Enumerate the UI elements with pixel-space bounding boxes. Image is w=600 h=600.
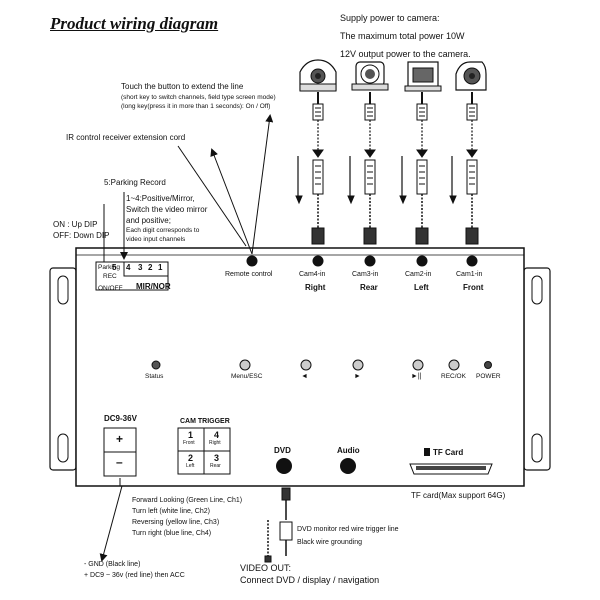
mounting-ear-right	[523, 267, 551, 471]
trigger-cell-1-name: Front	[183, 440, 195, 446]
dip-label-rec: REC	[103, 273, 117, 280]
remote-control-socket	[246, 255, 258, 267]
video-out-description: Connect DVD / display / navigation	[240, 575, 380, 585]
parking-note: 5:Parking Record	[104, 178, 166, 187]
video-out-cable	[264, 487, 293, 563]
dip-digit-1[interactable]: 1	[158, 263, 163, 272]
dvd-label: DVD	[274, 446, 291, 455]
power-indicator-label: POWER	[476, 373, 501, 380]
dip-digit-5[interactable]: 5	[112, 263, 117, 272]
mirror-note-line3: and positive;	[126, 216, 171, 225]
cam1-input-label: Cam1-in	[456, 271, 483, 278]
cam2-input-label: Cam2-in	[405, 271, 432, 278]
camera-icon-cam1	[455, 61, 487, 91]
trigger-line-4: Turn right (blue line, Ch4)	[132, 530, 212, 537]
dip-note-on: ON : Up DIP	[53, 220, 98, 229]
trigger-cell-4-num: 4	[214, 430, 220, 440]
audio-label: Audio	[337, 446, 360, 455]
minus-terminal: –	[116, 455, 123, 469]
dip-label-parking: Parking	[98, 264, 121, 271]
video-out-label: VIDEO OUT:	[240, 563, 292, 573]
trigger-line-3: Reversing (yellow line, Ch3)	[132, 519, 220, 526]
play-pause-button[interactable]: ►||	[411, 373, 422, 380]
camera-icon-cam4	[299, 59, 337, 92]
rec-ok-button[interactable]: REC/OK	[441, 373, 466, 380]
left-button[interactable]: ◄	[301, 373, 308, 380]
gnd-note-line1: - GND (Black line)	[84, 561, 141, 568]
dvd-note-line1: DVD monitor red wire trigger line	[297, 526, 399, 533]
camera-icon-cam2	[404, 61, 442, 92]
audio-socket	[340, 458, 356, 474]
dip-note-off: OFF: Down DIP	[53, 231, 110, 240]
cam4-position-label: Right	[305, 283, 326, 292]
power-note-line2: The maximum total power 10W	[340, 31, 465, 41]
remote-line	[177, 145, 247, 247]
trigger-cell-4-name: Right	[209, 440, 221, 446]
dip-onoff-label: ON/OFF	[98, 285, 123, 292]
cam4-input-label: Cam4-in	[299, 271, 326, 278]
trigger-cell-3-name: Rear	[210, 463, 221, 469]
tf-card-label: TF Card	[433, 448, 464, 457]
trigger-cell-3-num: 3	[214, 453, 220, 463]
mirror-note-line2: Switch the video mirror	[126, 205, 208, 214]
cam2-socket	[416, 255, 428, 267]
trigger-line-1: Forward Looking (Green Line, Ch1)	[132, 497, 243, 504]
power-note-line3: 12V output power to the camera.	[340, 49, 471, 59]
tf-card-note: TF card(Max support 64G)	[411, 491, 506, 500]
dip-digit-3[interactable]: 3	[138, 263, 143, 272]
camera-cables	[295, 92, 479, 245]
camera-icon-cam3	[351, 61, 389, 91]
trigger-cell-1-num: 1	[188, 430, 194, 440]
dvd-socket	[276, 458, 292, 474]
status-label: Status	[145, 373, 164, 380]
mirror-note-line5: video input channels	[126, 236, 186, 243]
menu-esc-button[interactable]: Menu/ESC	[231, 373, 263, 380]
gnd-note-line2: + DC9 ~ 36v (red line) then ACC	[84, 572, 185, 579]
touch-note-line1: Touch the button to extend the line	[121, 82, 244, 91]
page-title: Product wiring diagram	[50, 14, 219, 33]
cam3-input-label: Cam3-in	[352, 271, 379, 278]
dc-input-label: DC9-36V	[104, 414, 137, 423]
cam2-position-label: Left	[414, 283, 429, 292]
cam3-position-label: Rear	[360, 283, 378, 292]
touch-note-line3: (long key(press it in more than 1 second…	[121, 103, 271, 110]
trigger-cell-2-num: 2	[188, 453, 194, 463]
cam1-position-label: Front	[463, 283, 484, 292]
power-note-line1: Supply power to camera:	[340, 13, 440, 23]
cam-trigger-label: CAM TRIGGER	[180, 418, 230, 425]
dvd-note-line2: Black wire grounding	[297, 539, 362, 546]
plus-terminal: +	[116, 432, 124, 446]
cam1-socket	[466, 255, 478, 267]
ir-note: IR control receiver extension cord	[66, 133, 186, 142]
trigger-cell-2-name: Left	[186, 463, 195, 469]
mirror-note-line4: Each digit corresponds to	[126, 227, 200, 234]
cam4-socket	[312, 255, 324, 267]
dip-digit-2[interactable]: 2	[148, 263, 153, 272]
mir-nor-label: MIR/NOR	[136, 282, 171, 291]
remote-control-label: Remote control	[225, 271, 273, 278]
cam3-socket	[364, 255, 376, 267]
right-button[interactable]: ►	[354, 373, 361, 380]
cam-trigger-grid	[177, 427, 231, 475]
trigger-line-2: Turn left (white line, Ch2)	[132, 508, 210, 515]
touch-note-line2: (short key to switch channels, field typ…	[121, 94, 276, 101]
mirror-note-line1: 1~4:Positive/Mirror,	[126, 194, 195, 203]
mounting-ear-left	[49, 267, 77, 471]
dip-digit-4[interactable]: 4	[126, 263, 131, 272]
